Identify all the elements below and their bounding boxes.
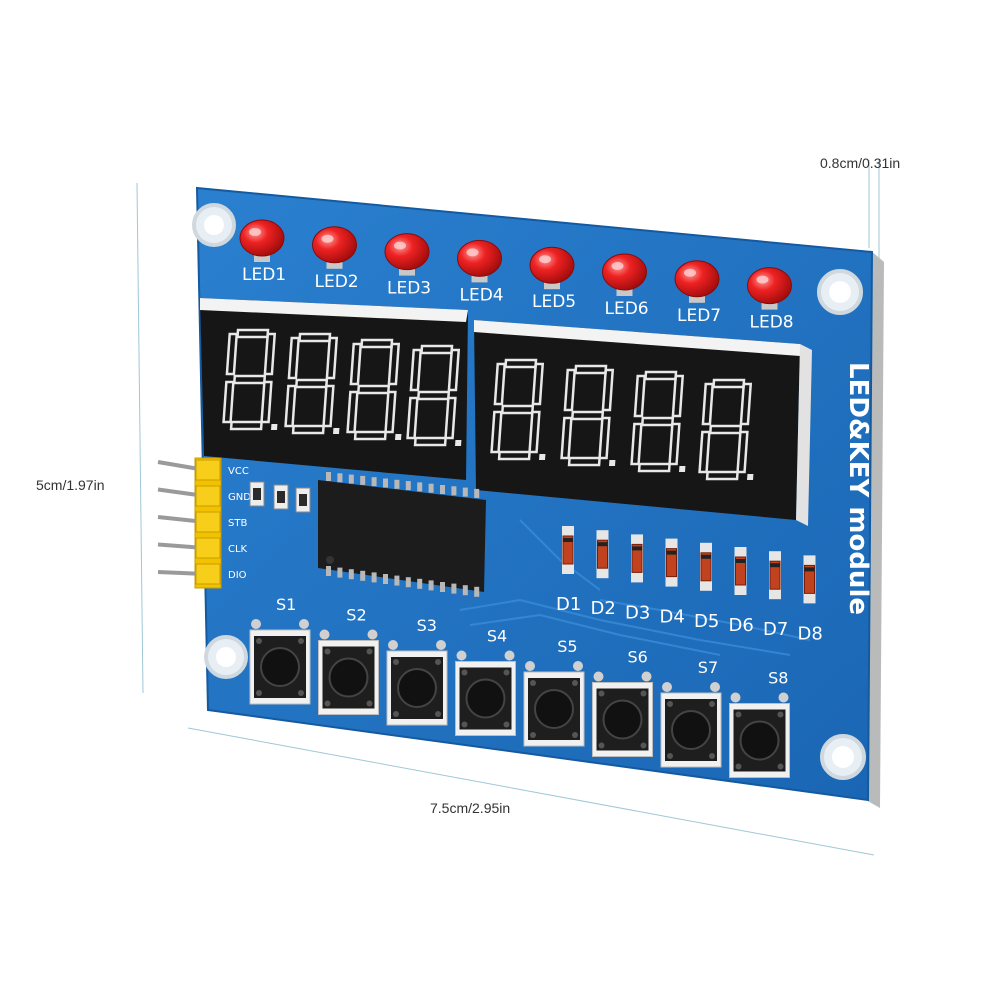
mounting-hole: [820, 734, 866, 780]
diode-5: D5: [694, 542, 719, 632]
digit-8: [698, 378, 754, 481]
switch-4: S4: [455, 627, 516, 736]
pin-label: CLK: [228, 544, 248, 555]
diode-label: D2: [591, 598, 616, 619]
pin-label: VCC: [228, 466, 249, 477]
diode-1: D1: [556, 526, 581, 615]
diode-label: D8: [798, 623, 823, 644]
led-label: LED8: [750, 313, 794, 333]
led-label: LED5: [532, 292, 576, 312]
digit-7: [630, 370, 686, 473]
digit-2: [284, 332, 340, 435]
switch-6: S6: [592, 648, 653, 757]
switch-3: S3: [386, 616, 448, 726]
digit-5: [490, 358, 546, 461]
led-8: LED8: [747, 267, 794, 333]
digit-4: [406, 344, 462, 447]
dimension-lines: [136, 160, 880, 856]
diode-8: D8: [798, 555, 823, 644]
diode-label: D1: [556, 594, 581, 615]
digit-3: [346, 338, 402, 441]
switch-label: S4: [487, 627, 507, 646]
switch-label: S6: [628, 648, 648, 667]
diode-2: D2: [591, 530, 616, 619]
switch-1: S1: [249, 595, 311, 705]
led-3: LED3: [384, 233, 431, 299]
diode-label: D4: [660, 607, 685, 628]
led-label: LED6: [605, 299, 649, 319]
switch-label: S1: [276, 595, 296, 614]
pin-label: DIO: [228, 570, 247, 581]
diode-6: D6: [729, 547, 754, 636]
diode-label: D3: [625, 602, 650, 623]
switch-7: S7: [660, 658, 722, 768]
led-4: LED4: [457, 239, 504, 305]
switch-label: S3: [417, 616, 437, 635]
led-label: LED4: [460, 285, 504, 305]
diode-4: D4: [660, 538, 685, 628]
mounting-hole: [192, 203, 236, 247]
diode-3: D3: [625, 534, 650, 623]
led-7: LED7: [674, 260, 721, 326]
pin-label: GND: [228, 492, 251, 503]
led-row: LED1 LED2 LED3 LED4 LED5 LED6 LED7 LED8: [239, 219, 794, 333]
switch-8: S8: [729, 669, 790, 778]
switch-2: S2: [318, 606, 379, 715]
led-label: LED2: [315, 272, 359, 292]
module-title: LED&KEY module: [843, 362, 873, 615]
mounting-hole: [204, 635, 248, 679]
switch-label: S2: [346, 606, 366, 625]
switch-label: S5: [557, 637, 577, 656]
led-5: LED5: [529, 246, 576, 312]
led-6: LED6: [602, 253, 649, 319]
switch-label: S8: [768, 669, 788, 688]
led-label: LED3: [387, 279, 431, 299]
led-label: LED7: [677, 306, 721, 326]
diode-row: D1 D2 D3 D4 D5 D6 D7 D8: [556, 526, 823, 644]
seven-segment-display-right: [474, 320, 812, 526]
thickness-dimension-label: 0.8cm/0.31in: [820, 155, 901, 171]
digit-1: [222, 328, 278, 431]
pin-header: VCC GND STB CLK DIO: [157, 457, 251, 589]
diode-label: D6: [729, 615, 754, 636]
diode-label: D7: [763, 619, 788, 640]
width-dimension-label: 7.5cm/2.95in: [430, 800, 511, 816]
digit-6: [560, 364, 616, 467]
pin-label: STB: [228, 518, 247, 529]
height-dimension-label: 5cm/1.97in: [36, 477, 105, 493]
diode-7: D7: [763, 551, 788, 640]
mounting-hole: [817, 269, 863, 315]
diode-label: D5: [694, 611, 719, 632]
led-label: LED1: [242, 265, 286, 285]
driver-ic-chip: [318, 472, 486, 597]
led-2: LED2: [312, 226, 359, 292]
switch-label: S7: [698, 658, 718, 677]
digit-segments: [222, 328, 754, 481]
led-1: LED1: [239, 219, 286, 285]
switch-5: S5: [523, 637, 585, 747]
smd-resistors: [249, 481, 311, 513]
